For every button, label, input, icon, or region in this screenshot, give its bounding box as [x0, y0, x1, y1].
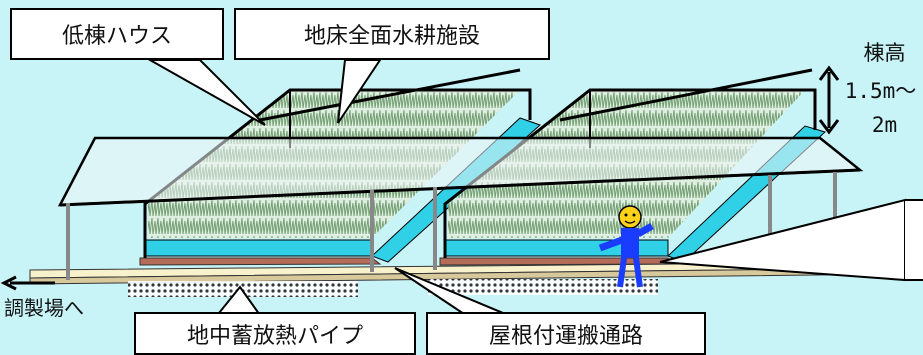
underground-pipe-right	[428, 279, 658, 295]
underground-pipe-left	[128, 281, 358, 297]
label-covered-path: 屋根付運搬通路	[426, 312, 706, 355]
label-floor-hydroponics: 地床全面水耕施設	[234, 8, 550, 60]
label-ridge-height-value: 1.5m〜	[844, 79, 917, 103]
path-roof	[57, 136, 864, 280]
label-low-house: 低棟ハウス	[10, 8, 224, 60]
to-prep-area-arrow	[0, 275, 55, 291]
label-to-prep-area: 調製場へ	[4, 296, 84, 320]
worker-figure	[598, 205, 654, 288]
label-ridge-height-value2: 2m	[871, 113, 898, 137]
callout-pointers	[146, 59, 923, 319]
label-underground-pipe: 地中蓄放熱パイプ	[134, 312, 416, 355]
ridge-height-arrow	[818, 65, 840, 135]
label-ridge-height-title: 棟高	[863, 41, 906, 65]
